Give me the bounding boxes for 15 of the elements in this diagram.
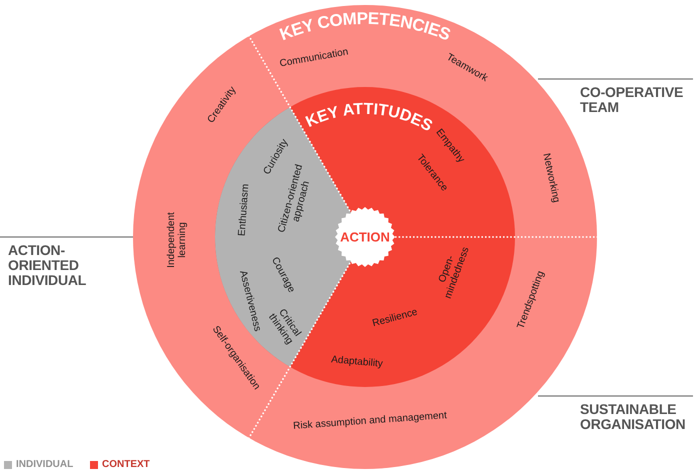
competence-label: Adaptability — [330, 354, 384, 370]
legend-label: CONTEXT — [102, 459, 150, 470]
action-starburst — [335, 207, 395, 267]
competence-label: Enthusiasm — [236, 184, 252, 236]
section-title: KEY COMPETENCIES — [277, 8, 453, 44]
competence-label: Communication — [278, 46, 350, 70]
section-heading: SUSTAINABLE ORGANISATION — [580, 402, 686, 432]
center-label: ACTION — [340, 230, 390, 244]
competence-label: Networking — [540, 152, 562, 204]
competence-label: Risk assumption and management — [292, 410, 448, 432]
legend-label: INDIVIDUAL — [16, 459, 74, 470]
competence-label: Resilience — [371, 306, 419, 330]
section-heading: CO-OPERATIVE TEAM — [580, 85, 684, 115]
competence-label: Independent learning — [166, 211, 188, 270]
section-heading: ACTION-ORIENTED INDIVIDUAL — [8, 243, 88, 288]
